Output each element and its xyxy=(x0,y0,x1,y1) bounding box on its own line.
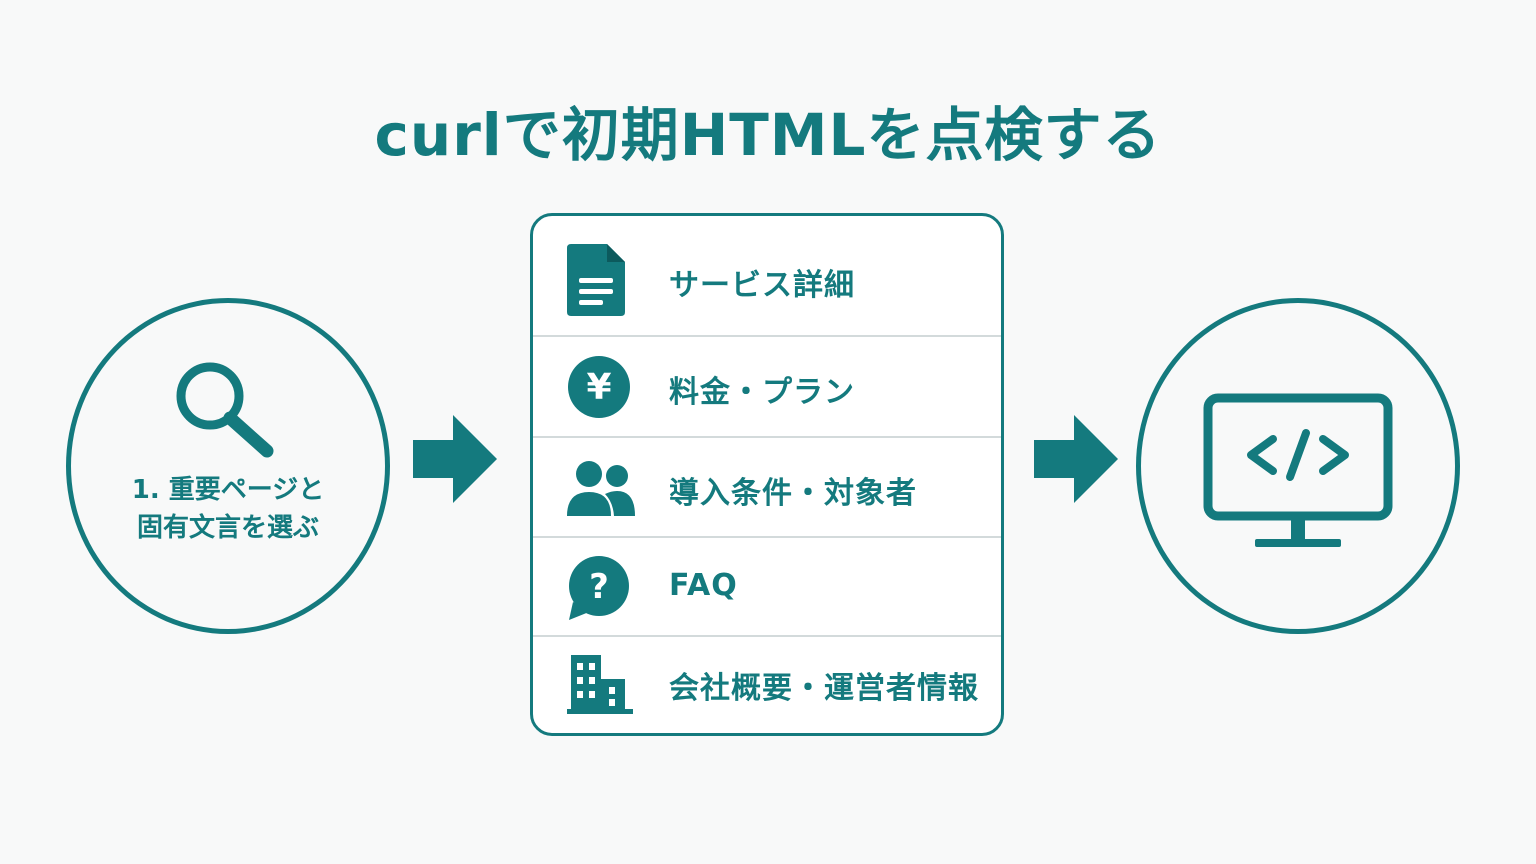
svg-text:¥: ¥ xyxy=(586,367,611,408)
list-item-label: 料金・プラン xyxy=(669,375,855,410)
result-circle xyxy=(1136,298,1460,634)
step-circle: 1. 重要ページと 固有文言を選ぶ xyxy=(66,298,390,634)
list-item-label: FAQ xyxy=(669,568,738,603)
code-monitor-icon xyxy=(1203,393,1393,547)
search-icon xyxy=(176,362,274,458)
step-label-line-1: 1. 重要ページと xyxy=(131,475,325,505)
page-title: curlで初期HTMLを点検する xyxy=(374,101,1162,169)
list-item-pricing: ¥ 料金・プラン xyxy=(533,337,1001,438)
document-icon xyxy=(567,244,625,316)
list-item-label: サービス詳細 xyxy=(669,268,855,303)
question-bubble-icon: ? xyxy=(569,556,629,620)
building-icon xyxy=(567,655,633,714)
list-item-label: 会社概要・運営者情報 xyxy=(669,671,979,706)
step-label-line-2: 固有文言を選ぶ xyxy=(136,513,319,543)
svg-text:?: ? xyxy=(589,567,609,607)
list-item-faq: ? FAQ xyxy=(533,538,1001,637)
list-item-eligibility: 導入条件・対象者 xyxy=(533,438,1001,538)
users-icon xyxy=(567,461,635,516)
list-item-service-details: サービス詳細 xyxy=(533,216,1001,337)
content-checklist: サービス詳細 ¥ 料金・プラン 導入条件・対象者 ? FAQ xyxy=(530,213,1004,736)
yen-icon: ¥ xyxy=(568,356,630,418)
list-item-label: 導入条件・対象者 xyxy=(669,476,917,511)
right-arrow-icon xyxy=(413,415,497,503)
step-label: 1. 重要ページと 固有文言を選ぶ xyxy=(71,471,385,547)
list-item-company-info: 会社概要・運営者情報 xyxy=(533,637,1001,733)
right-arrow-icon xyxy=(1034,415,1118,503)
